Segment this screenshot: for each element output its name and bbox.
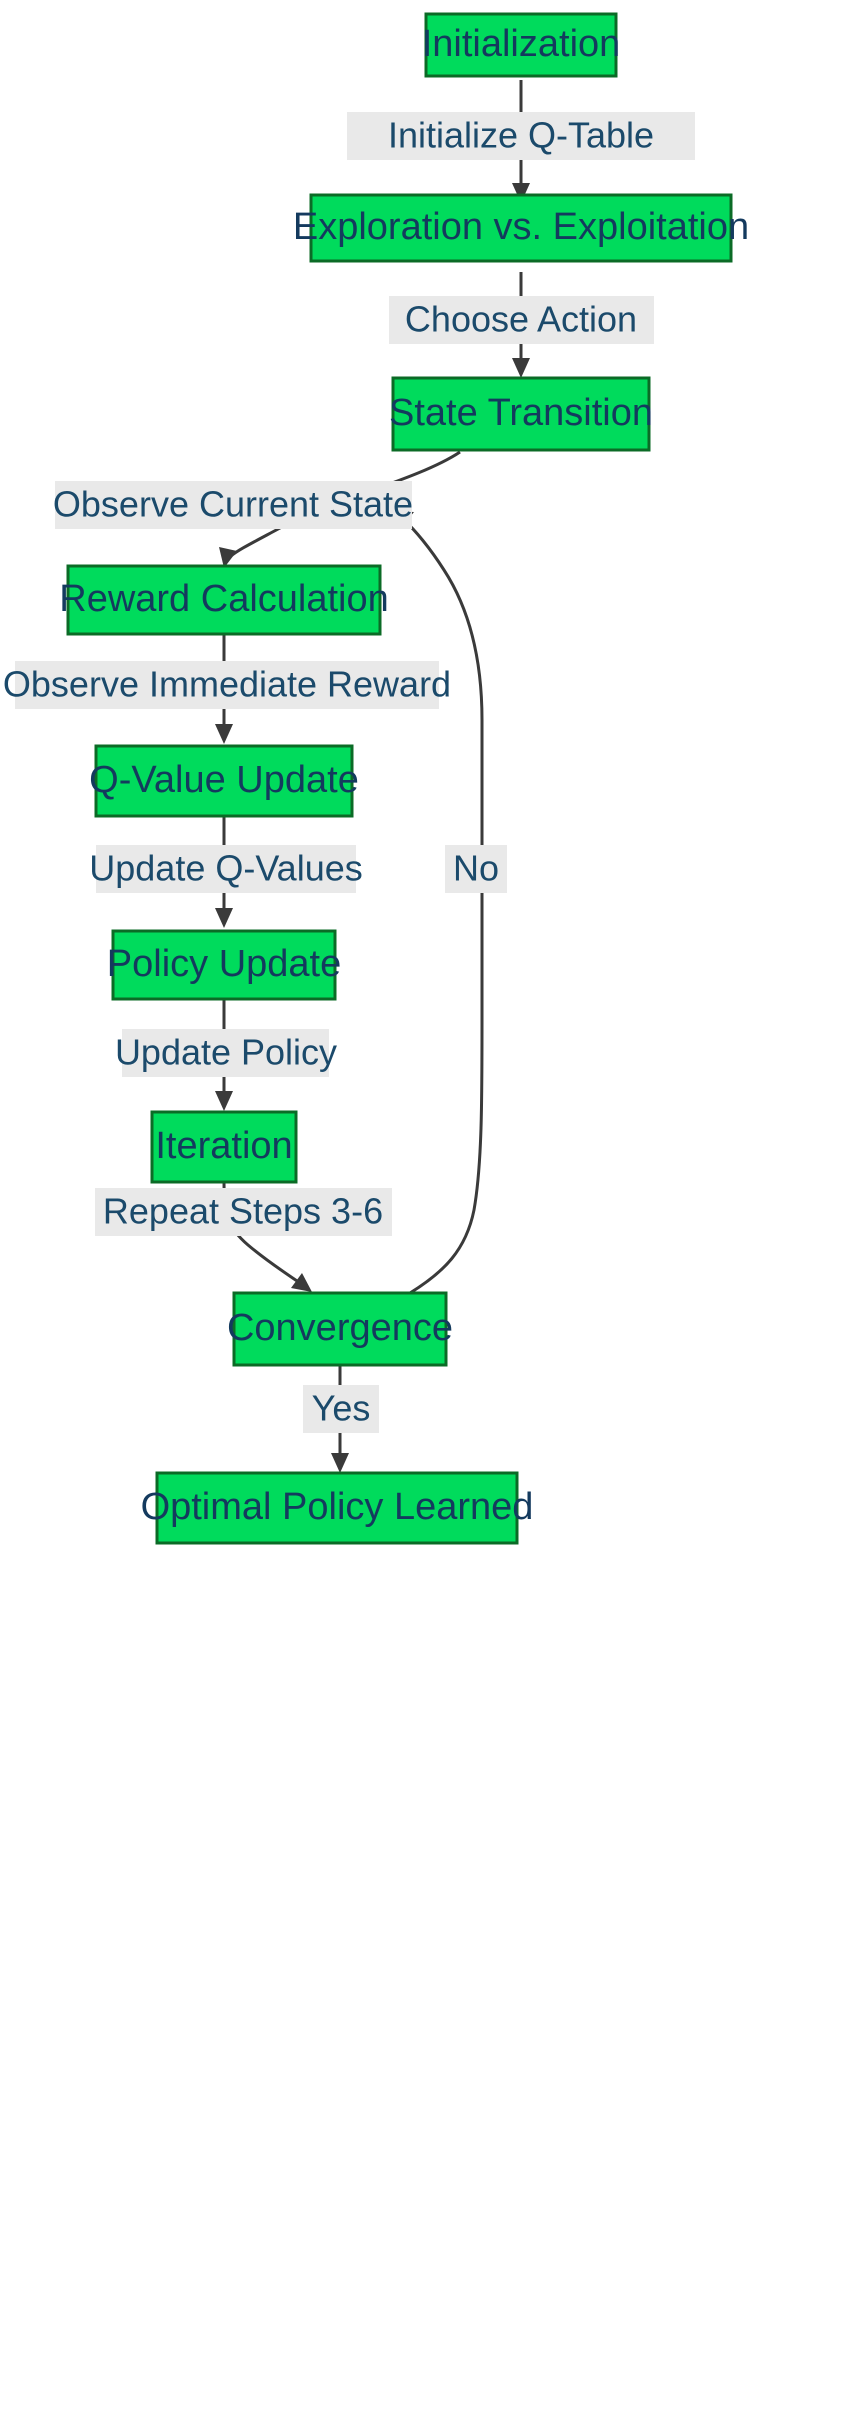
edge-label-no: No <box>445 845 507 893</box>
node-label: Convergence <box>227 1307 453 1349</box>
edge-label-group: Initialize Q-Table Choose Action Observe… <box>3 112 695 1433</box>
node-policy-update[interactable]: Policy Update <box>107 929 341 1001</box>
edge-label-choose-action: Choose Action <box>389 296 654 344</box>
edge-label-text: Initialize Q-Table <box>388 115 654 156</box>
edge-label-text: Yes <box>312 1388 371 1429</box>
arrowhead-e7 <box>291 1273 312 1292</box>
edge-label-observe-current-state: Observe Current State <box>53 481 413 529</box>
arrowhead-e5 <box>215 908 233 928</box>
edge-label-text: Observe Immediate Reward <box>3 664 451 705</box>
node-label: Q-Value Update <box>89 759 359 801</box>
node-label: Initialization <box>422 23 621 65</box>
node-iteration[interactable]: Iteration <box>150 1110 298 1184</box>
edge-label-text: Update Q-Values <box>89 848 362 889</box>
node-group: Initialization Exploration vs. Exploitat… <box>59 12 749 1545</box>
node-convergence[interactable]: Convergence <box>227 1291 453 1367</box>
arrowhead-e3 <box>219 547 237 568</box>
node-reward-calculation[interactable]: Reward Calculation <box>59 564 389 636</box>
node-exploration-vs-exploitation[interactable]: Exploration vs. Exploitation <box>293 193 749 263</box>
edge-label-text: Observe Current State <box>53 484 413 525</box>
node-label: State Transition <box>389 392 653 434</box>
edge-label-observe-immediate-reward: Observe Immediate Reward <box>3 661 451 709</box>
edge-label-text: Repeat Steps 3-6 <box>103 1191 383 1232</box>
edge-label-text: Choose Action <box>405 299 637 340</box>
arrowhead-e4 <box>215 724 233 744</box>
edge-label-text: Update Policy <box>115 1032 337 1073</box>
node-optimal-policy-learned[interactable]: Optimal Policy Learned <box>141 1471 534 1545</box>
arrowhead-e1 <box>512 183 530 203</box>
edge-label-update-policy: Update Policy <box>115 1029 337 1077</box>
arrowhead-e9 <box>331 1453 349 1473</box>
arrowhead-e6 <box>215 1091 233 1111</box>
node-label: Iteration <box>155 1125 292 1167</box>
edge-label-yes: Yes <box>303 1385 379 1433</box>
edge-label-text: No <box>453 848 499 889</box>
node-initialization[interactable]: Initialization <box>422 12 621 78</box>
edge-label-initialize-q-table: Initialize Q-Table <box>347 112 695 160</box>
edge-no-loop <box>402 518 484 1295</box>
edge-label-repeat-steps: Repeat Steps 3-6 <box>95 1188 392 1236</box>
node-label: Optimal Policy Learned <box>141 1486 534 1528</box>
node-state-transition[interactable]: State Transition <box>389 376 653 452</box>
edge-label-update-q-values: Update Q-Values <box>89 845 363 893</box>
node-label: Exploration vs. Exploitation <box>293 206 749 248</box>
node-label: Policy Update <box>107 943 341 985</box>
node-label: Reward Calculation <box>59 578 389 620</box>
node-q-value-update[interactable]: Q-Value Update <box>89 744 359 818</box>
arrowhead-e2 <box>512 358 530 378</box>
